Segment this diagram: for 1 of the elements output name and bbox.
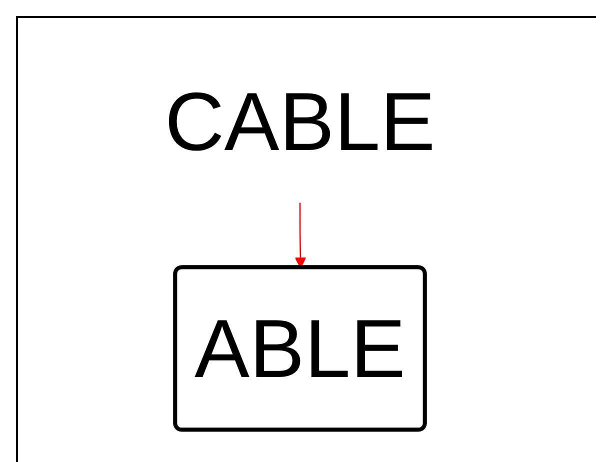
node-text: CABLE (164, 75, 436, 168)
